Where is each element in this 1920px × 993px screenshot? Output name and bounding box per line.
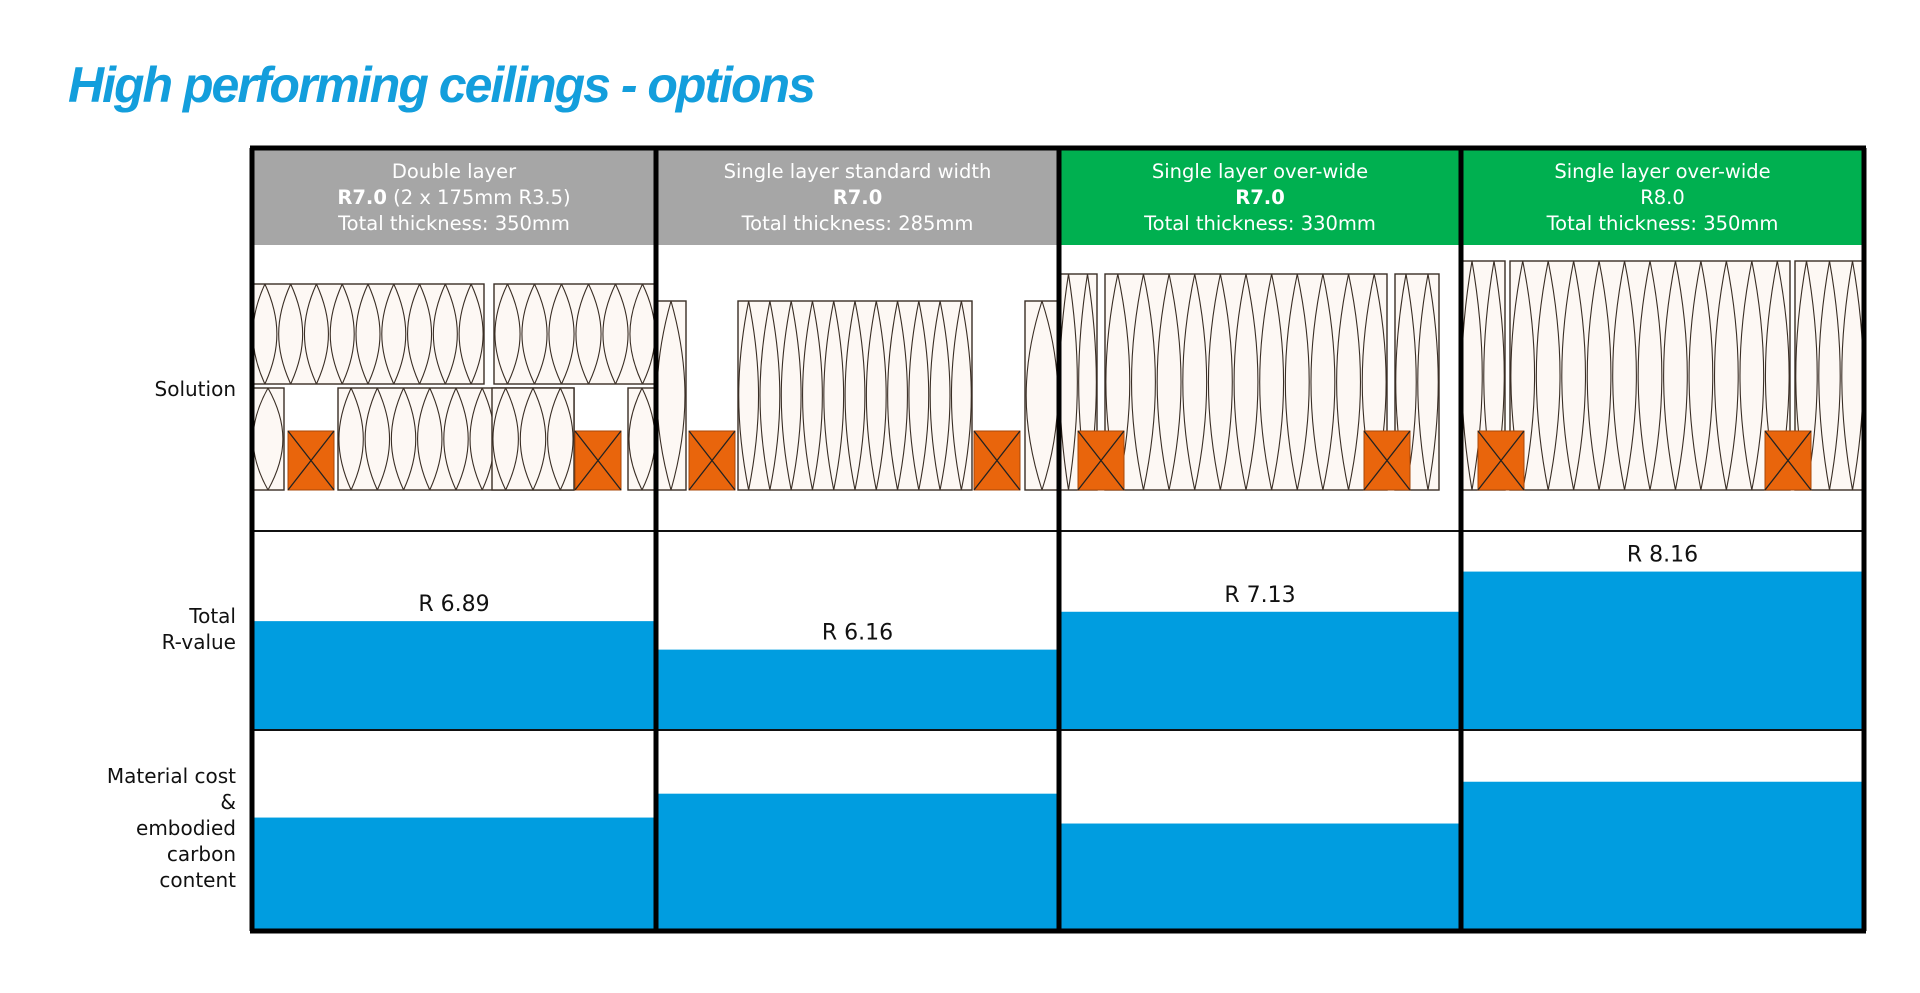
rvalue-data-label: R 7.13	[1224, 583, 1295, 608]
option-header-line: Total thickness: 350mm	[338, 212, 570, 235]
joist-cross	[574, 430, 622, 491]
option-header-line: Total thickness: 330mm	[1144, 212, 1376, 235]
option-header-line: Single layer over-wide	[1554, 160, 1771, 183]
cost-bar	[1461, 781, 1864, 929]
joist-cross	[1363, 430, 1411, 491]
cost-bar	[1059, 823, 1461, 929]
insulation-batt	[251, 283, 485, 385]
cost-bar	[252, 817, 656, 929]
rvalue-bar	[252, 621, 656, 730]
row-label-cost-line: carbon	[166, 842, 236, 866]
joist-cross	[1477, 430, 1525, 491]
joist-cross	[973, 430, 1021, 491]
option-header-line: R7.0 (2 x 175mm R3.5)	[337, 186, 571, 209]
insulation-fibre-lines	[1395, 273, 1439, 491]
insulation-batt	[1509, 260, 1791, 491]
joist-cross	[688, 430, 736, 491]
option-header-line: R8.0	[1640, 186, 1685, 209]
insulation-batt	[655, 300, 687, 491]
option-header-line: R7.0	[1235, 186, 1285, 209]
option-header-line: Double layer	[391, 160, 517, 183]
row-label-solution: Solution	[155, 376, 236, 402]
rvalue-data-label: R 6.16	[822, 621, 893, 646]
rvalue-data-label: R 8.16	[1627, 543, 1698, 568]
row-label-rvalue-line: R-value	[161, 630, 236, 654]
row-label-cost: Material cost & embodied carbon content	[107, 763, 236, 893]
row-label-solution-text: Solution	[154, 377, 236, 401]
insulation-fibre-lines	[738, 300, 972, 491]
row-label-rvalue-line: Total	[189, 604, 236, 628]
page-title: High performing ceilings - options	[68, 57, 816, 113]
option-header-line: Single layer standard width	[723, 160, 992, 183]
rvalue-bar	[1461, 571, 1864, 730]
insulation-batt	[1104, 273, 1388, 491]
joist-cross	[287, 430, 335, 491]
cost-bar	[656, 793, 1059, 929]
insulation-batt	[251, 387, 285, 491]
insulation-batt	[1024, 300, 1060, 491]
row-label-cost-line: content	[159, 868, 236, 892]
insulation-batt	[737, 300, 973, 491]
joist-cross	[1077, 430, 1125, 491]
insulation-batt	[627, 387, 657, 491]
option-header-line: Total thickness: 285mm	[741, 212, 974, 235]
joist-cross	[1764, 430, 1812, 491]
option-header-line: R7.0	[832, 186, 883, 209]
insulation-fibre-lines	[1105, 273, 1387, 491]
option-header-line: Single layer over-wide	[1151, 160, 1369, 183]
insulation-fibre-lines	[1510, 260, 1790, 491]
row-label-cost-line: embodied	[136, 816, 236, 840]
row-label-cost-line: Material cost	[106, 764, 236, 788]
rvalue-data-label: R 6.89	[418, 592, 489, 617]
insulation-fibre-lines	[1795, 260, 1864, 491]
insulation-batt	[491, 387, 575, 491]
insulation-fibre-lines	[492, 387, 574, 491]
insulation-fibre-lines	[494, 283, 656, 385]
rvalue-bar	[656, 649, 1059, 730]
rvalue-bar	[1059, 611, 1461, 730]
option-header-line: Total thickness: 350mm	[1546, 212, 1779, 235]
row-label-rvalue: Total R-value	[162, 603, 236, 655]
insulation-batt	[493, 283, 657, 385]
row-label-cost-line: &	[220, 790, 236, 814]
